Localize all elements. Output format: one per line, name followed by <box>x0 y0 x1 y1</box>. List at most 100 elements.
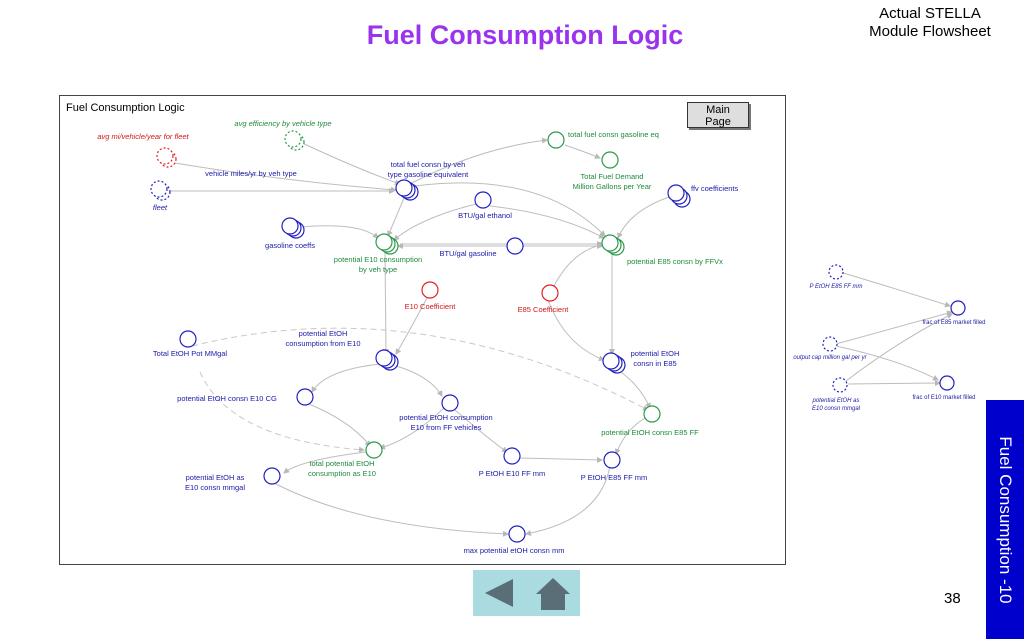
connector <box>617 195 673 239</box>
stock-node-icon <box>296 388 314 406</box>
stock-node-icon <box>939 375 955 391</box>
stacked-node-icon <box>395 179 419 201</box>
connector <box>303 401 371 447</box>
connector <box>301 225 379 239</box>
label-total-demand-line-2: Million Gallons per Year <box>572 182 652 191</box>
stella-flowsheet-frame: Fuel Consumption Logic Main Page <box>59 95 786 565</box>
stock-node-icon <box>506 237 524 255</box>
connector <box>379 407 445 450</box>
label-pot-etoh-from-e10: potential EtOH consumption from E10 <box>285 329 360 349</box>
ghost-node-icon <box>822 336 838 352</box>
side-label-output-cap: output cap million gal per yr <box>793 355 867 361</box>
stock-node-icon <box>365 441 383 459</box>
connectors <box>168 137 953 537</box>
dashed-connector <box>191 327 649 411</box>
connector <box>547 299 605 362</box>
label-btu-ethanol: BTU/gal ethanol <box>458 211 512 220</box>
side-label-p-etoh-e85: P EtOH E85 FF mm <box>809 284 863 290</box>
connector <box>387 197 405 237</box>
label-pot-e85: potential E85 consn by FFVx <box>627 257 723 266</box>
label-ffv-coeff: ffv coefficients <box>691 184 739 193</box>
label-pot-etoh-e85-line-2: consn in E85 <box>633 359 677 368</box>
label-gas-coeffs: gasoline coeffs <box>265 241 315 250</box>
ghost-node-icon <box>832 377 848 393</box>
connector <box>454 409 508 453</box>
stacked-node-icon <box>375 233 399 255</box>
label-p-etoh-e10: P EtOH E10 FF mm <box>478 469 546 478</box>
stock-node-icon <box>508 525 526 543</box>
label-pot-etoh-from-e10-line-1: potential EtOH <box>298 329 348 338</box>
connector <box>174 162 397 193</box>
stacked-node-icon <box>667 184 691 208</box>
side-label-pot-etoh-as: potential EtOH as E10 consn mmgal <box>812 397 860 413</box>
label-pot-etoh-ff-line-2: E10 from FF vehicles <box>410 423 482 432</box>
label-total-pot-e10-line-1: total potential EtOH <box>309 459 375 468</box>
stock-node-icon <box>541 284 559 302</box>
connector <box>393 203 477 241</box>
label-total-pot-e10-line-2: consumption as E10 <box>308 469 376 478</box>
main-page-button-line-1: Main <box>706 104 730 116</box>
label-pot-e10-line-1: potential E10 consumption <box>333 255 423 264</box>
side-label-frac-e85: frac of E85 market filled <box>922 320 986 326</box>
side-banner-text: Fuel Consumption -10 <box>996 435 1015 604</box>
connector <box>549 241 606 295</box>
main-page-button[interactable]: Main Page <box>687 102 749 128</box>
side-banner: Fuel Consumption -10 <box>986 400 1024 639</box>
connector <box>283 451 367 474</box>
label-pot-etoh-from-e10-line-2: consumption from E10 <box>285 339 361 348</box>
stacked-node-icon <box>602 352 626 374</box>
label-fleet: fleet <box>152 203 168 212</box>
corner-note: Actual STELLA Module Flowsheet <box>860 5 1000 41</box>
back-button[interactable] <box>473 570 527 616</box>
label-pot-etoh-ff-line-1: potential EtOH consumption <box>399 413 493 422</box>
label-pot-etoh-as-e10-line-1: potential EtOH as <box>185 473 245 482</box>
dashed-connector <box>199 371 365 453</box>
label-e10-coeff: E10 Coefficient <box>404 302 456 311</box>
label-btu-gas: BTU/gal gasoline <box>439 249 497 258</box>
connector <box>271 481 509 537</box>
side-label-pot-etoh-as-line-2: E10 consn mmgal <box>811 406 861 412</box>
label-total-pot-e10: total potential EtOH consumption as E10 <box>308 459 376 479</box>
ghost-node-icon <box>150 180 171 201</box>
label-pot-etoh-as-e10-line-2: E10 consn mmgal <box>184 483 246 492</box>
main-page-button-line-2: Page <box>705 116 731 128</box>
label-p-etoh-e85: P EtOH E85 FF mm <box>580 473 648 482</box>
label-total-veh: total fuel consn by veh type gasoline eq… <box>388 160 468 180</box>
label-pot-etoh-e10-cg: potential EtOH consn E10 CG <box>177 394 277 403</box>
home-icon <box>536 578 570 610</box>
connector <box>835 310 953 345</box>
stock-node-icon <box>263 467 281 485</box>
stock-node-icon <box>601 151 619 169</box>
stock-node-icon <box>547 131 565 149</box>
connector <box>525 465 611 537</box>
connector <box>311 363 381 393</box>
ghost-node-icon <box>284 130 305 151</box>
connector <box>395 295 429 355</box>
connector <box>564 144 601 159</box>
stock-node-icon <box>950 300 966 316</box>
stock-node-icon <box>441 394 459 412</box>
stock-node-icon <box>474 191 492 209</box>
label-total-etoh-pot: Total EtOH Pot MMgal <box>152 349 228 358</box>
home-button[interactable] <box>527 570 580 616</box>
side-label-pot-etoh-as-line-1: potential EtOH as <box>812 398 860 404</box>
frame-title: Fuel Consumption Logic <box>66 102 185 114</box>
page-number: 38 <box>944 590 961 607</box>
label-avg-mi: avg mi/vehicle/year for fleet <box>97 132 189 141</box>
label-total-veh-line-2: type gasoline equivalent <box>387 170 469 179</box>
ghost-node-icon <box>156 147 177 168</box>
stock-node-icon <box>421 281 439 299</box>
connector <box>617 369 651 409</box>
corner-note-line-2: Module Flowsheet <box>869 23 991 40</box>
stock-node-icon <box>603 451 621 469</box>
slide-title: Fuel Consumption Logic <box>366 20 684 50</box>
label-pot-etoh-e85: potential EtOH consn in E85 <box>631 349 680 369</box>
stock-node-icon <box>503 447 521 465</box>
label-total-gas-eq: total fuel consn gasoline eq <box>568 130 659 139</box>
stock-node-icon <box>179 330 197 348</box>
label-pot-e10-line-2: by veh type <box>358 265 398 274</box>
side-label-frac-e10: frac of E10 market filled <box>912 395 976 401</box>
label-total-demand: Total Fuel Demand Million Gallons per Ye… <box>573 172 652 192</box>
connector <box>382 251 389 355</box>
label-pot-etoh-e85-line-1: potential EtOH <box>630 349 680 358</box>
